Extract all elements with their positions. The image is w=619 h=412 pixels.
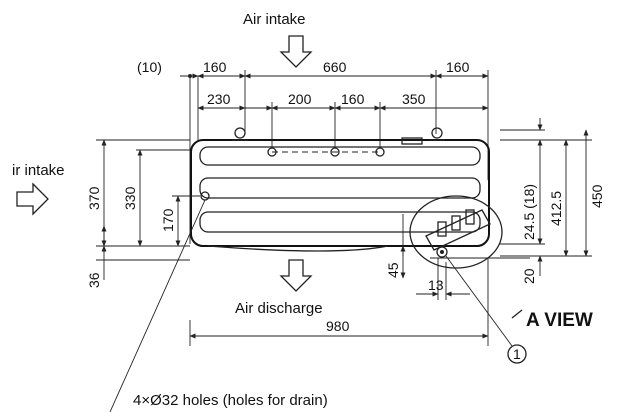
arrow-down-icon xyxy=(279,259,313,292)
dim-top-160b: 160 xyxy=(446,59,470,75)
a-view-detail xyxy=(409,195,530,269)
dim-412-5: 412.5 xyxy=(548,191,564,226)
dim-330: 330 xyxy=(122,186,138,210)
dim-top-160a: 160 xyxy=(203,59,227,75)
dim-170: 170 xyxy=(160,208,176,232)
air-discharge-label: Air discharge xyxy=(235,300,323,317)
dim-980: 980 xyxy=(326,318,350,334)
dim-370: 370 xyxy=(86,186,102,210)
dim-top-660: 660 xyxy=(323,59,347,75)
top-dimension-row: (10) 160 660 160 xyxy=(137,59,489,244)
callout-circle xyxy=(507,344,527,364)
dim-160-mid: 160 xyxy=(341,91,365,107)
dim-24-5-18: 24.5 (18) xyxy=(521,184,537,240)
dim-13: 13 xyxy=(428,277,444,293)
air-intake-left-label: ir intake xyxy=(12,162,65,179)
dim-top-10: (10) xyxy=(137,59,162,75)
dim-450: 450 xyxy=(589,184,605,208)
air-intake-top-label: Air intake xyxy=(243,11,306,28)
left-dimensions: 370 330 170 36 xyxy=(86,139,200,288)
arrow-down-icon xyxy=(279,35,313,68)
second-dimension-row: 230 200 160 350 xyxy=(197,91,489,148)
callout-1-label: 1 xyxy=(513,346,521,362)
a-view-label: A VIEW xyxy=(526,310,593,331)
dim-230: 230 xyxy=(207,91,231,107)
dim-20: 20 xyxy=(521,268,537,284)
right-dimensions: 24.5 (18) 412.5 450 20 xyxy=(500,118,605,284)
dim-36: 36 xyxy=(86,272,102,288)
dim-350: 350 xyxy=(402,91,426,107)
bottom-dimensions: 45 13 980 xyxy=(189,214,489,346)
dim-45: 45 xyxy=(385,262,401,278)
drain-holes-label: 4×Ø32 holes (holes for drain) xyxy=(133,392,328,409)
indoor-unit-body xyxy=(190,127,490,252)
dim-200: 200 xyxy=(288,91,312,107)
arrow-right-icon xyxy=(16,182,49,216)
